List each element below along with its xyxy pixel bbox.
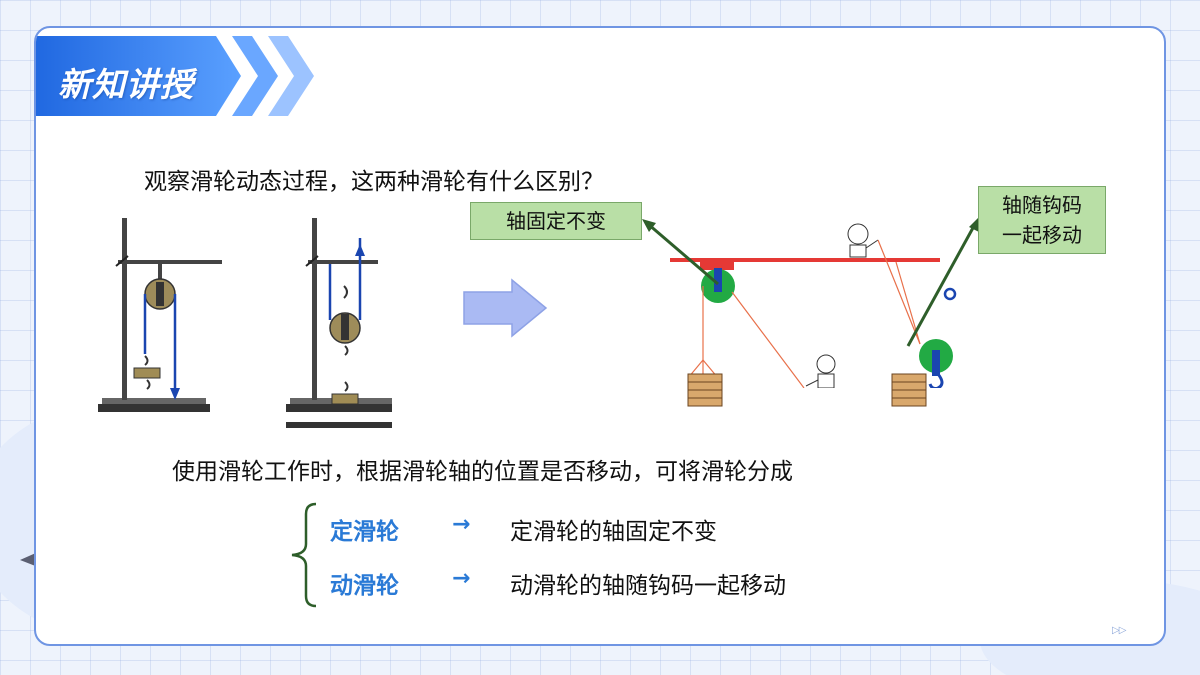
label-fixed-axis-text: 轴固定不变	[506, 209, 606, 233]
brace-icon	[291, 502, 317, 608]
fixed-pulley-description: 定滑轮的轴固定不变	[510, 519, 717, 545]
movable-pulley-term: 动滑轮	[330, 573, 399, 599]
fixed-pulley-term: 定滑轮	[330, 519, 399, 545]
label-fixed-axis: 轴固定不变	[470, 202, 642, 240]
title-banner	[36, 36, 314, 116]
crate-left-stack	[687, 373, 723, 407]
pulley-illustration	[670, 223, 957, 388]
arrow-right-icon: →	[452, 566, 471, 591]
chevron-icon	[232, 36, 278, 116]
stick-person-upper	[847, 223, 879, 258]
label-moving-axis: 轴随钩码 一起移动	[978, 186, 1106, 254]
content-card: 新知讲授 观察滑轮动态过程，这两种滑轮有什么区别？	[34, 26, 1166, 646]
question-text: 观察滑轮动态过程，这两种滑轮有什么区别？	[144, 169, 604, 195]
label-moving-axis-line2: 一起移动	[1002, 223, 1082, 247]
chevron-icon-2	[268, 36, 314, 116]
page-title: 新知讲授	[58, 65, 194, 104]
fixed-pulley-stand	[98, 218, 222, 412]
anchor-ring	[943, 287, 957, 301]
movable-pulley-description: 动滑轮的轴随钩码一起移动	[510, 573, 786, 599]
next-slide-icon[interactable]: ▷▷	[1112, 625, 1126, 636]
stick-person-lower	[805, 354, 836, 388]
label-moving-axis-line1: 轴随钩码	[1002, 193, 1082, 217]
classification-statement: 使用滑轮工作时，根据滑轮轴的位置是否移动，可将滑轮分成	[172, 459, 793, 485]
crate-right	[891, 373, 927, 407]
movable-pulley-stand	[286, 218, 392, 428]
ceiling-beam	[670, 258, 940, 262]
transition-arrow-icon	[463, 278, 548, 338]
arrow-right-icon: →	[452, 512, 471, 537]
pulley-stands-diagram	[98, 218, 392, 428]
